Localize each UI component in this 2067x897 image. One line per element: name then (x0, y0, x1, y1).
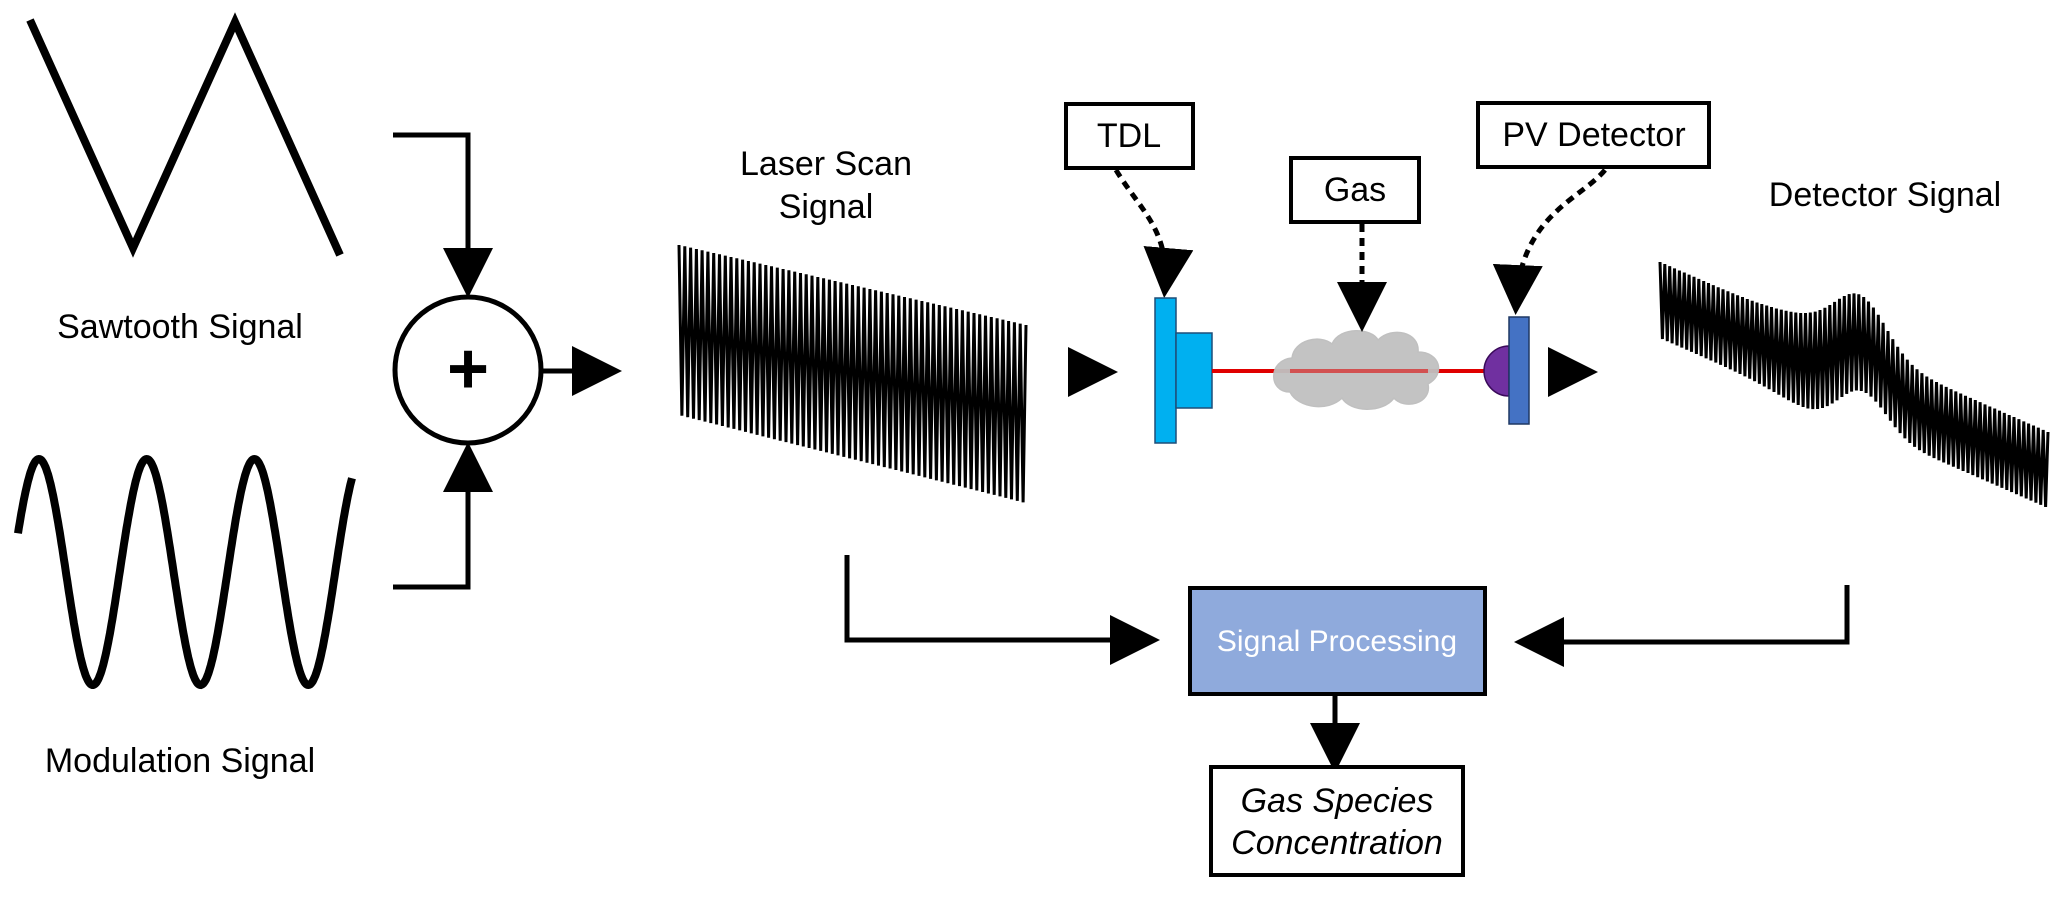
tdl-label: TDL (1097, 117, 1161, 155)
laser-scan-label-line2: Signal (779, 188, 874, 226)
laser-scan-to-processing-arrow (844, 555, 1160, 665)
modulation-connector-arrow (393, 442, 493, 590)
detector-lens (1483, 345, 1510, 397)
laser-scan-waveform (677, 244, 1028, 503)
modulation-label: Modulation Signal (45, 742, 315, 780)
plus-symbol: + (447, 329, 489, 409)
tdl-box (1064, 102, 1195, 170)
detector-to-processing-arrow (1514, 585, 1850, 667)
modulation-waveform (14, 454, 356, 690)
laser-scan-label-line1: Laser Scan (740, 145, 912, 183)
sawtooth-connector-arrow (393, 132, 493, 298)
output-label-line1: Gas Species (1241, 782, 1434, 820)
sawtooth-waveform (26, 12, 344, 258)
pv-detector-box (1476, 101, 1711, 169)
detector-body (1508, 316, 1530, 425)
pv-detector-pointer-arrow (1492, 168, 1607, 315)
output-box (1209, 765, 1465, 877)
gas-label: Gas (1324, 171, 1386, 209)
tdl-body (1154, 297, 1177, 444)
tdl-emitter (1175, 332, 1213, 409)
gas-box (1289, 156, 1421, 224)
signal-processing-box (1188, 586, 1487, 696)
output-label-line2: Concentration (1231, 824, 1443, 862)
detector-signal-waveform (1658, 261, 2050, 507)
sawtooth-label: Sawtooth Signal (57, 308, 303, 346)
detector-signal-label: Detector Signal (1769, 176, 2001, 214)
signal-processing-label: Signal Processing (1217, 625, 1457, 658)
pv-detector-label: PV Detector (1502, 116, 1685, 154)
tdl-pointer-arrow (1113, 168, 1194, 298)
